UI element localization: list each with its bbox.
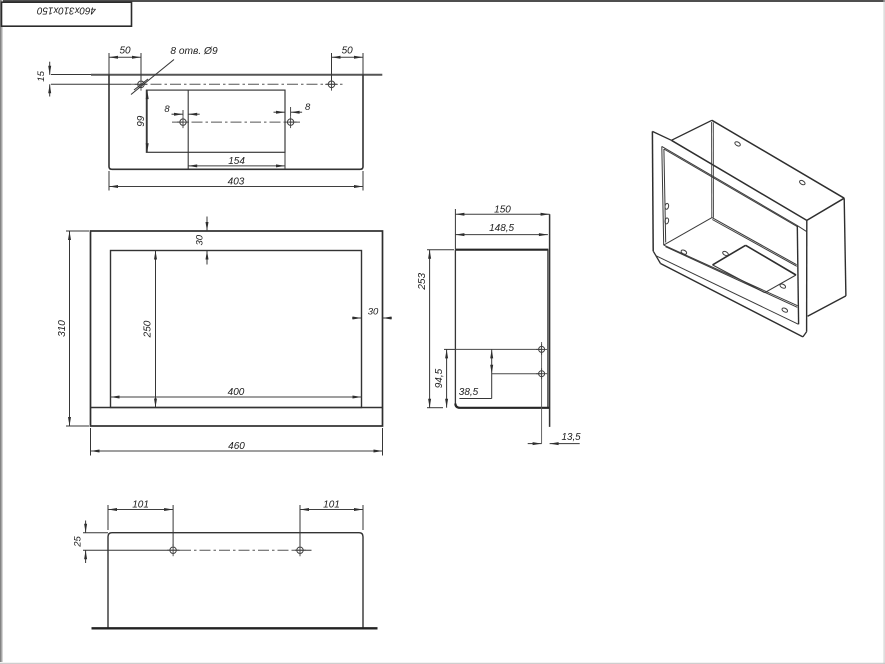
svg-text:310: 310 [57,320,68,337]
svg-text:94,5: 94,5 [434,368,445,388]
svg-text:460x310x150: 460x310x150 [37,5,96,16]
svg-text:148,5: 148,5 [489,223,514,234]
svg-text:30: 30 [195,234,206,245]
svg-text:8: 8 [305,102,311,113]
svg-text:13,5: 13,5 [562,432,582,443]
svg-text:250: 250 [143,320,154,338]
svg-text:50: 50 [119,46,131,57]
svg-text:403: 403 [228,176,245,187]
svg-text:8: 8 [164,104,170,115]
svg-text:38,5: 38,5 [459,387,479,398]
svg-text:154: 154 [228,156,245,167]
svg-text:30: 30 [368,307,379,318]
svg-text:400: 400 [228,387,245,398]
svg-text:99: 99 [136,115,147,127]
svg-text:253: 253 [417,273,428,291]
svg-text:8 отв. Ø9: 8 отв. Ø9 [170,46,218,57]
svg-text:101: 101 [323,500,340,511]
svg-text:50: 50 [342,46,354,57]
svg-text:101: 101 [132,500,149,511]
svg-text:15: 15 [36,70,47,81]
svg-text:460: 460 [228,441,245,452]
svg-text:25: 25 [73,536,84,548]
svg-text:150: 150 [494,204,511,215]
